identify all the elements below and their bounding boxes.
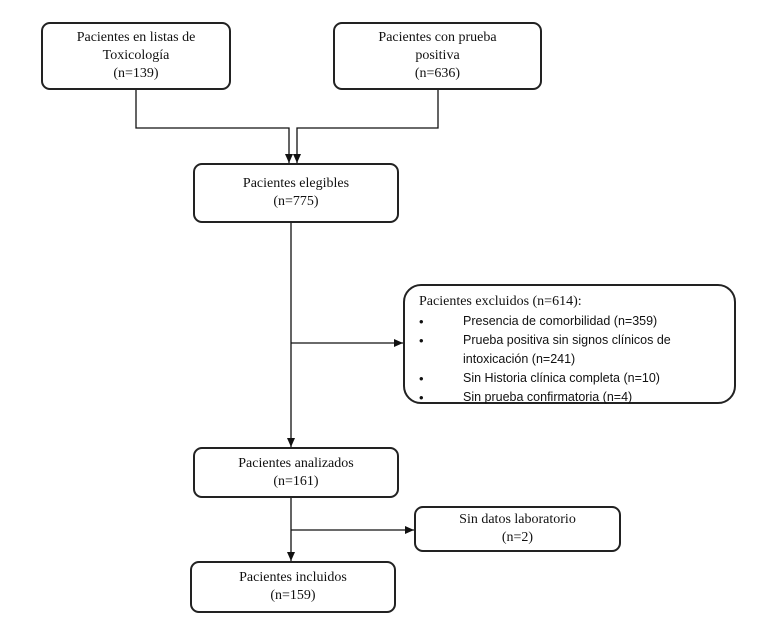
box-label: Pacientes excluidos (n=614): xyxy=(419,294,582,309)
box-pacientes-prueba-positiva: Pacientes con prueba positiva (n=636) xyxy=(333,22,542,90)
box-pacientes-excluidos: Pacientes excluidos (n=614): Presencia d… xyxy=(403,284,736,407)
box-pacientes-toxicologia: Pacientes en listas de Toxicología (n=13… xyxy=(41,22,231,90)
box-sin-datos-laboratorio: Sin datos laboratorio (n=2) xyxy=(414,506,621,552)
box-label: Pacientes analizados xyxy=(238,455,354,471)
box-label: positiva xyxy=(415,48,460,63)
box-pacientes-elegibles: Pacientes elegibles (n=775) xyxy=(193,163,399,223)
list-item: Sin Historia clínica completa (n=10) xyxy=(419,369,724,388)
box-label: Pacientes elegibles xyxy=(242,176,350,191)
box-count: (n=161) xyxy=(273,473,319,489)
box-label: Pacientes incluidos xyxy=(239,570,347,585)
box-pacientes-analizados: Pacientes analizados (n=161) xyxy=(193,447,399,498)
connector-prueba-to-elegibles xyxy=(293,90,439,163)
box-count: (n=159) xyxy=(270,588,316,603)
box-count: (n=636) xyxy=(414,66,461,81)
box-count: (n=775) xyxy=(273,194,319,209)
box-count: (n=2) xyxy=(501,530,534,545)
box-label: Pacientes en listas de xyxy=(76,30,196,45)
list-item: Sin prueba confirmatoria (n=4) xyxy=(419,388,724,407)
connector-toxicologia-to-elegibles xyxy=(135,90,293,163)
box-label: Pacientes con prueba xyxy=(378,30,497,45)
list-item: Prueba positiva sin signos clínicos de i… xyxy=(419,331,724,369)
box-count: (n=139) xyxy=(113,66,159,81)
box-label: Toxicología xyxy=(102,48,170,63)
box-label: Sin datos laboratorio xyxy=(459,512,576,527)
box-pacientes-incluidos: Pacientes incluidos (n=159) xyxy=(190,561,396,613)
list-item: Presencia de comorbilidad (n=359) xyxy=(419,312,724,331)
exclusion-reasons-list: Presencia de comorbilidad (n=359) Prueba… xyxy=(419,312,724,407)
